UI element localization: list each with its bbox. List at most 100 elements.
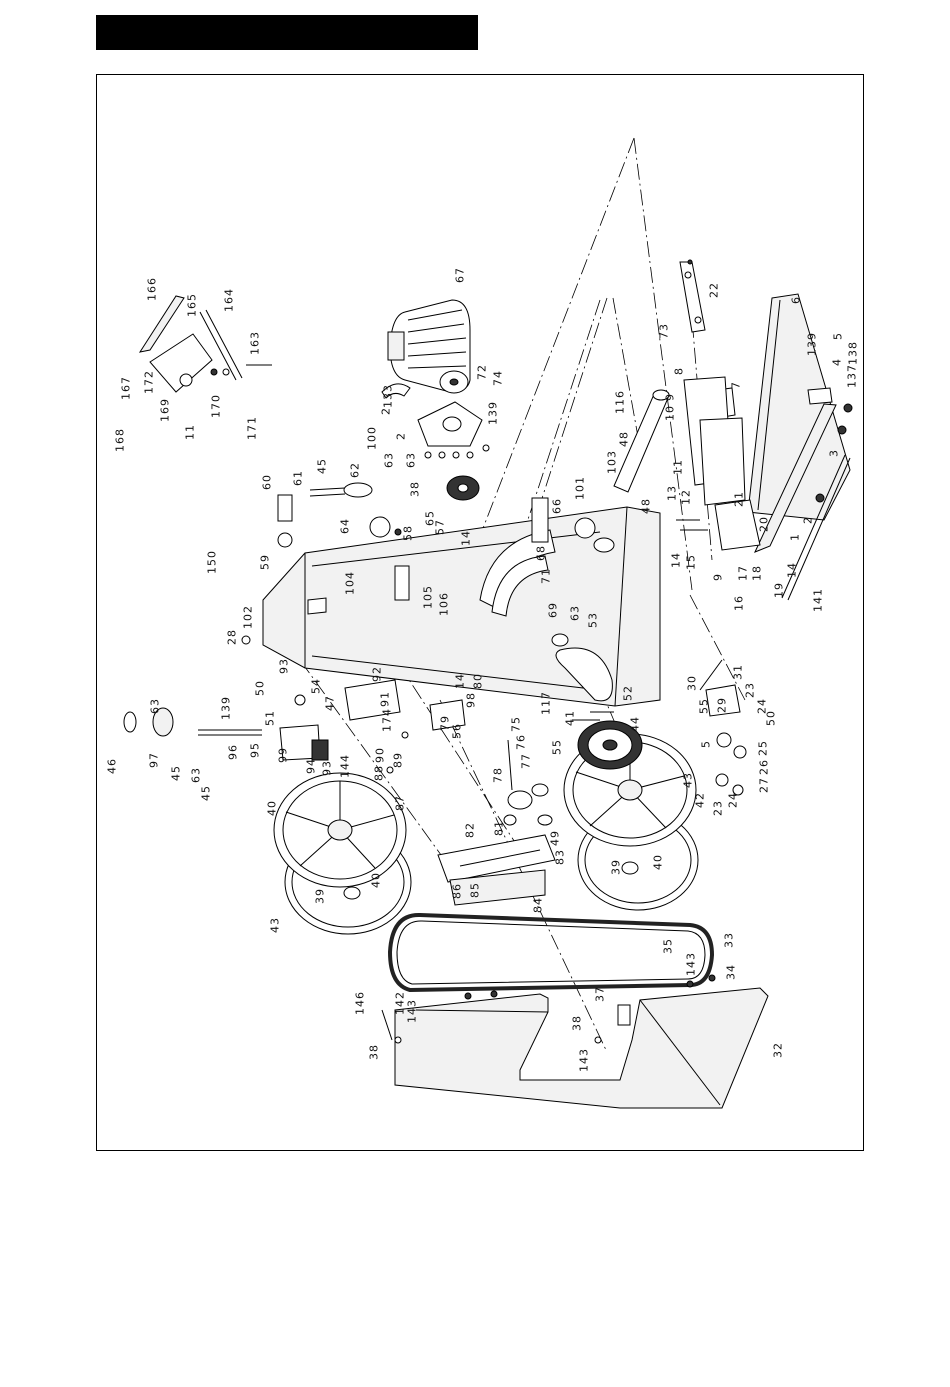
part-number-callout: 31 [731, 664, 745, 680]
upper-wheel-adjust [123, 635, 466, 774]
part-number-callout: 85 [468, 882, 482, 898]
part-number-callout: 67 [453, 267, 467, 283]
part-number-callout: 38 [367, 1044, 381, 1060]
part-number-callout: 45 [315, 458, 329, 474]
blade-guard-assembly [138, 295, 272, 393]
fence-handle [613, 259, 706, 493]
part-number-callout: 49 [548, 830, 562, 846]
table-assembly [676, 293, 853, 601]
part-number-callout: 63 [568, 605, 582, 621]
lower-wheel [555, 647, 699, 911]
part-number-callout: 82 [463, 822, 477, 838]
part-number-callout: 95 [248, 742, 262, 758]
part-number-callout: 139 [219, 696, 233, 720]
part-number-callout: 23 [743, 682, 757, 698]
part-number-callout: 116 [613, 390, 627, 414]
part-number-callout: 133 [381, 384, 395, 408]
part-number-callout: 88 [372, 765, 386, 781]
part-number-callout: 5 [831, 332, 845, 340]
part-number-callout: 54 [309, 678, 323, 694]
part-number-callout: 59 [258, 554, 272, 570]
part-number-callout: 63 [148, 698, 162, 714]
part-number-callout: 102 [241, 605, 255, 629]
part-number-callout: 66 [550, 498, 564, 514]
part-number-callout: 172 [142, 370, 156, 394]
part-number-callout: 60 [260, 474, 274, 490]
part-number-callout: 41 [563, 710, 577, 726]
part-number-callout: 101 [573, 476, 587, 500]
part-number-callout: 79 [438, 715, 452, 731]
part-number-callout: 146 [353, 991, 367, 1015]
part-number-callout: 103 [605, 450, 619, 474]
part-number-callout: 30 [685, 675, 699, 691]
part-number-callout: 97 [147, 752, 161, 768]
part-number-callout: 75 [509, 716, 523, 732]
part-number-callout: 40 [369, 872, 383, 888]
part-number-callout: 87 [393, 795, 407, 811]
part-number-callout: 117 [539, 691, 553, 715]
part-number-callout: 45 [169, 765, 183, 781]
part-number-callout: 45 [199, 785, 213, 801]
part-number-callout: 139 [486, 401, 500, 425]
part-number-callout: 174 [380, 708, 394, 732]
part-number-callout: 93 [277, 658, 291, 674]
part-number-callout: 6 [789, 296, 803, 304]
part-number-callout: 2 [394, 432, 408, 440]
part-number-callout: 167 [119, 376, 133, 400]
diagram-border [96, 74, 864, 1151]
part-number-callout: 8 [672, 367, 686, 375]
part-number-callout: 42 [693, 792, 707, 808]
part-number-callout: 150 [205, 550, 219, 574]
part-number-callout: 99 [276, 747, 290, 763]
part-number-callout: 83 [553, 849, 567, 865]
part-number-callout: 39 [313, 888, 327, 904]
part-number-callout: 56 [450, 723, 464, 739]
part-number-callout: 163 [248, 331, 262, 355]
part-number-callout: 9 [711, 573, 725, 581]
part-number-callout: 26 [757, 759, 771, 775]
part-number-callout: 62 [348, 462, 362, 478]
part-number-callout: 3 [827, 449, 841, 457]
part-number-callout: 64 [338, 518, 352, 534]
part-number-callout: 46 [105, 758, 119, 774]
part-number-callout: 98 [464, 692, 478, 708]
part-number-callout: 9 [663, 393, 677, 401]
motor-assembly [381, 299, 490, 501]
part-number-callout: 93 [320, 760, 334, 776]
part-number-callout: 90 [373, 747, 387, 763]
part-number-callout: 4 [830, 358, 844, 366]
part-number-callout: 80 [471, 673, 485, 689]
part-number-callout: 77 [519, 753, 533, 769]
part-number-callout: 34 [724, 964, 738, 980]
part-number-callout: 169 [158, 398, 172, 422]
part-number-callout: 33 [722, 932, 736, 948]
part-number-callout: 21 [732, 491, 746, 507]
part-number-callout: 20 [757, 516, 771, 532]
part-number-callout: 57 [433, 519, 447, 535]
part-number-callout: 141 [811, 588, 825, 612]
part-number-callout: 55 [550, 739, 564, 755]
part-number-callout: 43 [268, 917, 282, 933]
part-number-callout: 16 [732, 595, 746, 611]
part-number-callout: 142 [393, 991, 407, 1015]
part-number-callout: 50 [253, 680, 267, 696]
part-number-callout: 23 [711, 800, 725, 816]
part-number-callout: 7 [729, 381, 743, 389]
part-number-callout: 100 [365, 426, 379, 450]
part-number-callout: 96 [226, 744, 240, 760]
part-number-callout: 63 [404, 452, 418, 468]
part-number-callout: 139 [805, 332, 819, 356]
part-number-callout: 72 [475, 364, 489, 380]
part-number-callout: 13 [665, 485, 679, 501]
part-number-callout: 5 [699, 740, 713, 748]
part-number-callout: 78 [491, 767, 505, 783]
part-number-callout: 19 [772, 582, 786, 598]
part-number-callout: 39 [609, 859, 623, 875]
part-number-callout: 73 [657, 323, 671, 339]
part-number-callout: 24 [726, 792, 740, 808]
upper-blade-guide [437, 739, 556, 906]
part-number-callout: 58 [401, 525, 415, 541]
part-number-callout: 144 [338, 754, 352, 778]
part-number-callout: 53 [586, 612, 600, 628]
